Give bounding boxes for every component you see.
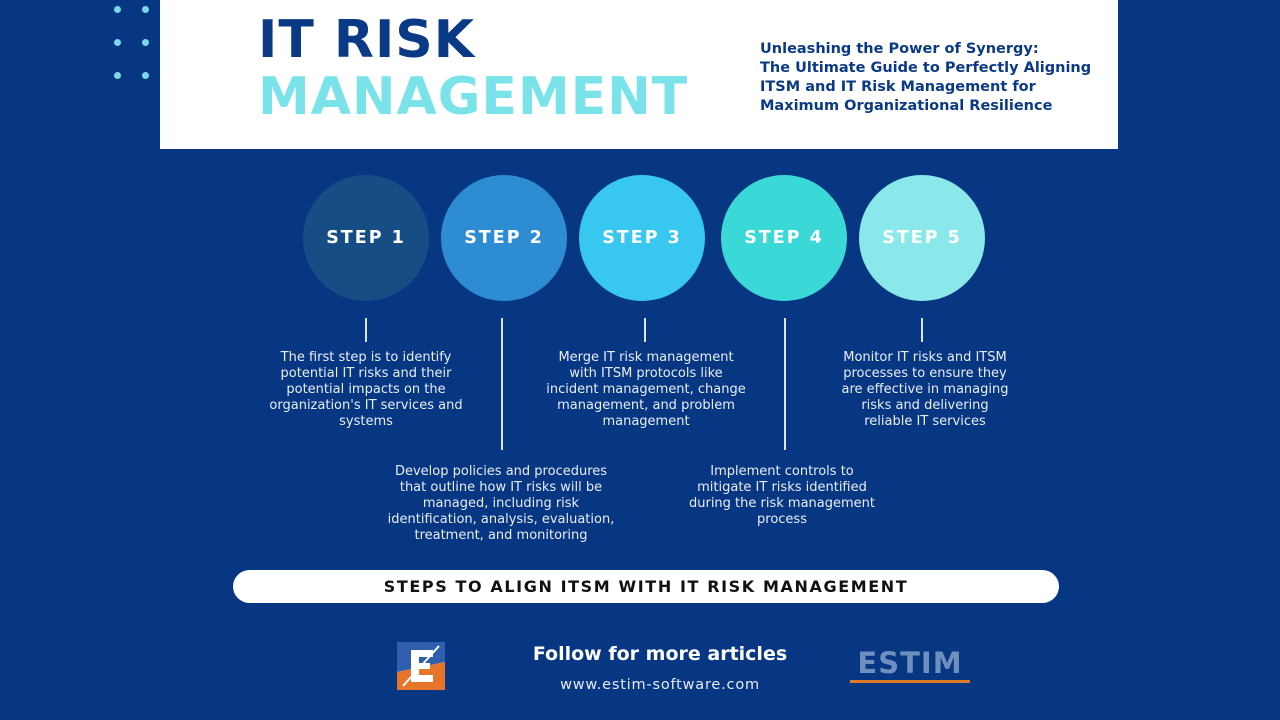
subtitle-line: Unleashing the Power of Synergy: — [760, 41, 1039, 57]
desc-line: processes to ensure they — [843, 366, 1007, 381]
desc-line: incident management, change — [546, 382, 746, 397]
step-5-label: STEP 5 — [882, 228, 962, 248]
dot — [142, 6, 149, 13]
step-4-circle: STEP 4 — [721, 175, 847, 301]
desc-line: The first step is to identify — [280, 350, 452, 365]
desc-line: managed, including risk — [422, 496, 580, 511]
steps-banner: STEPS TO ALIGN ITSM WITH IT RISK MANAGEM… — [233, 570, 1059, 603]
step-3-connector — [644, 318, 646, 342]
desc-line: are effective in managing — [841, 382, 1009, 397]
desc-line: organization's IT services and — [269, 398, 463, 413]
desc-line: Implement controls to — [710, 464, 854, 479]
desc-line: potential impacts on the — [286, 382, 446, 397]
desc-line: identification, analysis, evaluation, — [387, 512, 615, 527]
step-5-circle: STEP 5 — [859, 175, 985, 301]
step-1-connector — [365, 318, 367, 342]
step-2-label: STEP 2 — [464, 228, 544, 248]
title-line-2: MANAGEMENT — [258, 67, 689, 127]
desc-line: management — [602, 414, 690, 429]
step-4-label: STEP 4 — [744, 228, 824, 248]
desc-line: with ITSM protocols like — [569, 366, 723, 381]
estim-brand-logo: ESTIM — [850, 648, 970, 684]
title-line-1: IT RISK — [258, 10, 476, 70]
step-3-description: Merge IT risk management with ITSM proto… — [526, 350, 766, 430]
step-1-label: STEP 1 — [326, 228, 406, 248]
step-2-circle: STEP 2 — [441, 175, 567, 301]
desc-line: potential IT risks and their — [280, 366, 452, 381]
step-3-label: STEP 3 — [602, 228, 682, 248]
subtitle-line: The Ultimate Guide to Perfectly Aligning — [760, 60, 1092, 76]
brand-name: ESTIM — [857, 646, 963, 680]
step-3-circle: STEP 3 — [579, 175, 705, 301]
step-4-description: Implement controls to mitigate IT risks … — [672, 464, 892, 528]
desc-line: risks and delivering — [861, 398, 989, 413]
step-1-circle: STEP 1 — [303, 175, 429, 301]
follow-text: Follow for more articles — [532, 643, 788, 665]
estim-e-logo-icon — [397, 642, 445, 690]
step-5-connector — [921, 318, 923, 342]
dot — [114, 39, 121, 46]
desc-line: during the risk management — [688, 496, 875, 511]
step-4-connector — [784, 318, 786, 450]
desc-line: that outline how IT risks will be — [399, 480, 603, 495]
step-5-description: Monitor IT risks and ITSM processes to e… — [815, 350, 1035, 430]
dot — [142, 72, 149, 79]
brand-underline — [850, 680, 970, 683]
desc-line: Monitor IT risks and ITSM — [843, 350, 1007, 365]
desc-line: reliable IT services — [864, 414, 986, 429]
website-link[interactable]: www.estim-software.com — [560, 677, 760, 693]
step-2-connector — [501, 318, 503, 450]
banner-text: STEPS TO ALIGN ITSM WITH IT RISK MANAGEM… — [383, 577, 909, 596]
desc-line: Develop policies and procedures — [394, 464, 608, 479]
dot — [114, 72, 121, 79]
desc-line: process — [757, 512, 807, 527]
desc-line: treatment, and monitoring — [414, 528, 588, 543]
header-panel: IT RISK MANAGEMENT Unleashing the Power … — [160, 0, 1118, 149]
step-1-description: The first step is to identify potential … — [246, 350, 486, 430]
subtitle-line: Maximum Organizational Resilience — [760, 98, 1053, 114]
step-2-description: Develop policies and procedures that out… — [371, 464, 631, 544]
subtitle-line: ITSM and IT Risk Management for — [760, 79, 1036, 95]
dot — [142, 39, 149, 46]
desc-line: Merge IT risk management — [558, 350, 734, 365]
dot — [114, 6, 121, 13]
subtitle: Unleashing the Power of Synergy: The Ult… — [760, 40, 1105, 116]
desc-line: mitigate IT risks identified — [697, 480, 867, 495]
desc-line: management, and problem — [557, 398, 735, 413]
desc-line: systems — [339, 414, 393, 429]
